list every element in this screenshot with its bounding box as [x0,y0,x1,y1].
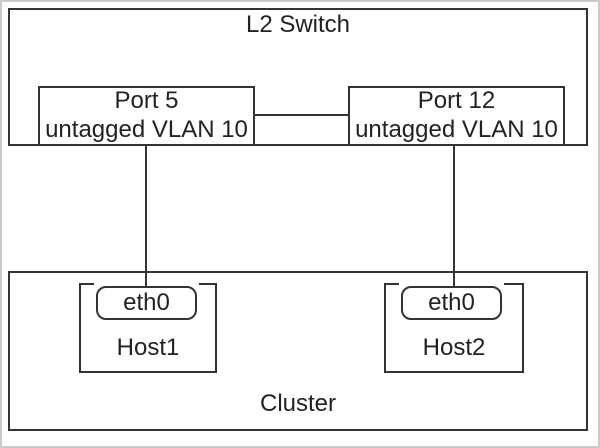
port-12-name: Port 12 [417,86,496,114]
eth0-badge-host1: eth0 [96,286,197,320]
port-5-box: Port 5 untagged VLAN 10 [38,86,255,146]
cluster-label: Cluster [259,390,337,417]
eth0-label-host2: eth0 [428,289,475,316]
port-12-vlan: untagged VLAN 10 [355,115,558,143]
port-link-line [255,114,348,116]
eth0-label-host1: eth0 [123,289,170,316]
port-5-vlan: untagged VLAN 10 [45,115,248,143]
eth0-badge-host2: eth0 [401,286,502,320]
port-12-box: Port 12 untagged VLAN 10 [348,86,565,146]
uplink-line-port12-host2 [453,146,455,288]
host1-label: Host1 [116,334,180,361]
host2-label: Host2 [422,334,486,361]
l2-switch-label: L2 Switch [245,11,351,38]
eth0-border-mask-host2 [399,281,504,288]
uplink-line-port5-host1 [145,146,147,288]
port-5-name: Port 5 [114,86,179,114]
